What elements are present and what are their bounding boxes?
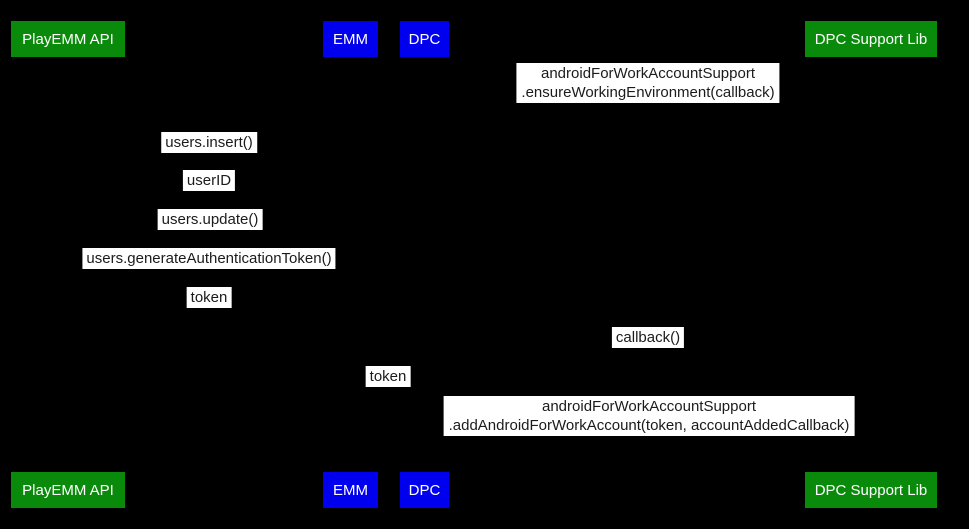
participant-emm-bottom: EMM <box>323 472 378 508</box>
message-line: androidForWorkAccountSupport <box>540 65 755 82</box>
message-users-insert: users.insert() <box>161 132 257 153</box>
message-token-to-emm: token <box>186 287 232 308</box>
participant-emm-top: EMM <box>323 21 378 57</box>
participant-playemm-api-top: PlayEMM API <box>11 21 125 57</box>
message-token-to-dpc: token <box>365 366 411 387</box>
participant-dpc-bottom: DPC <box>400 472 449 508</box>
message-userid: userID <box>182 170 236 191</box>
participant-dpc-support-lib-bottom: DPC Support Lib <box>805 472 937 508</box>
participant-playemm-api-bottom: PlayEMM API <box>11 472 125 508</box>
message-line: .addAndroidForWorkAccount(token, account… <box>448 417 850 434</box>
message-callback: callback() <box>611 327 685 348</box>
message-line: androidForWorkAccountSupport <box>542 398 756 415</box>
message-ensure-working-environment: androidForWorkAccountSupport .ensureWork… <box>516 63 780 103</box>
message-users-update: users.update() <box>157 209 263 230</box>
message-add-android-for-work-account: androidForWorkAccountSupport .addAndroid… <box>443 396 855 436</box>
message-line: .ensureWorkingEnvironment(callback) <box>521 84 775 101</box>
message-users-generate-authentication-token: users.generateAuthenticationToken() <box>82 248 336 269</box>
participant-dpc-support-lib-top: DPC Support Lib <box>805 21 937 57</box>
participant-dpc-top: DPC <box>400 21 449 57</box>
